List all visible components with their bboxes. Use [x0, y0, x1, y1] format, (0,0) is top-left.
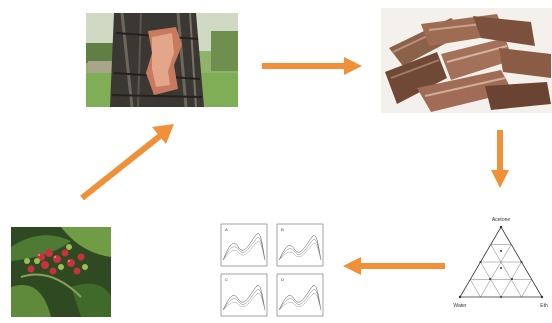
vertex-label-left: Water	[453, 303, 466, 309]
subplot-label-c: C	[225, 277, 228, 282]
bark-pieces-photo	[381, 8, 552, 113]
subplot-label-a: A	[225, 227, 228, 232]
subplot-label-d: D	[281, 277, 284, 282]
fruits-plant-photo	[11, 227, 111, 317]
vertex-label-right: Eth	[540, 303, 548, 309]
arrow-left-ternary-to-spectra	[343, 256, 445, 276]
bark-tree-photo	[86, 13, 238, 107]
arrow-down-bark-to-ternary	[490, 130, 510, 188]
spectra-plots: A B C D	[215, 220, 327, 321]
arrow-diagonal-plant-to-tree	[78, 122, 176, 202]
vertex-label-top: Acetone	[492, 217, 511, 223]
ternary-diagram: Acetone Water Eth	[448, 213, 552, 315]
subplot-label-b: B	[281, 227, 284, 232]
arrow-right-tree-to-bark	[262, 56, 362, 76]
